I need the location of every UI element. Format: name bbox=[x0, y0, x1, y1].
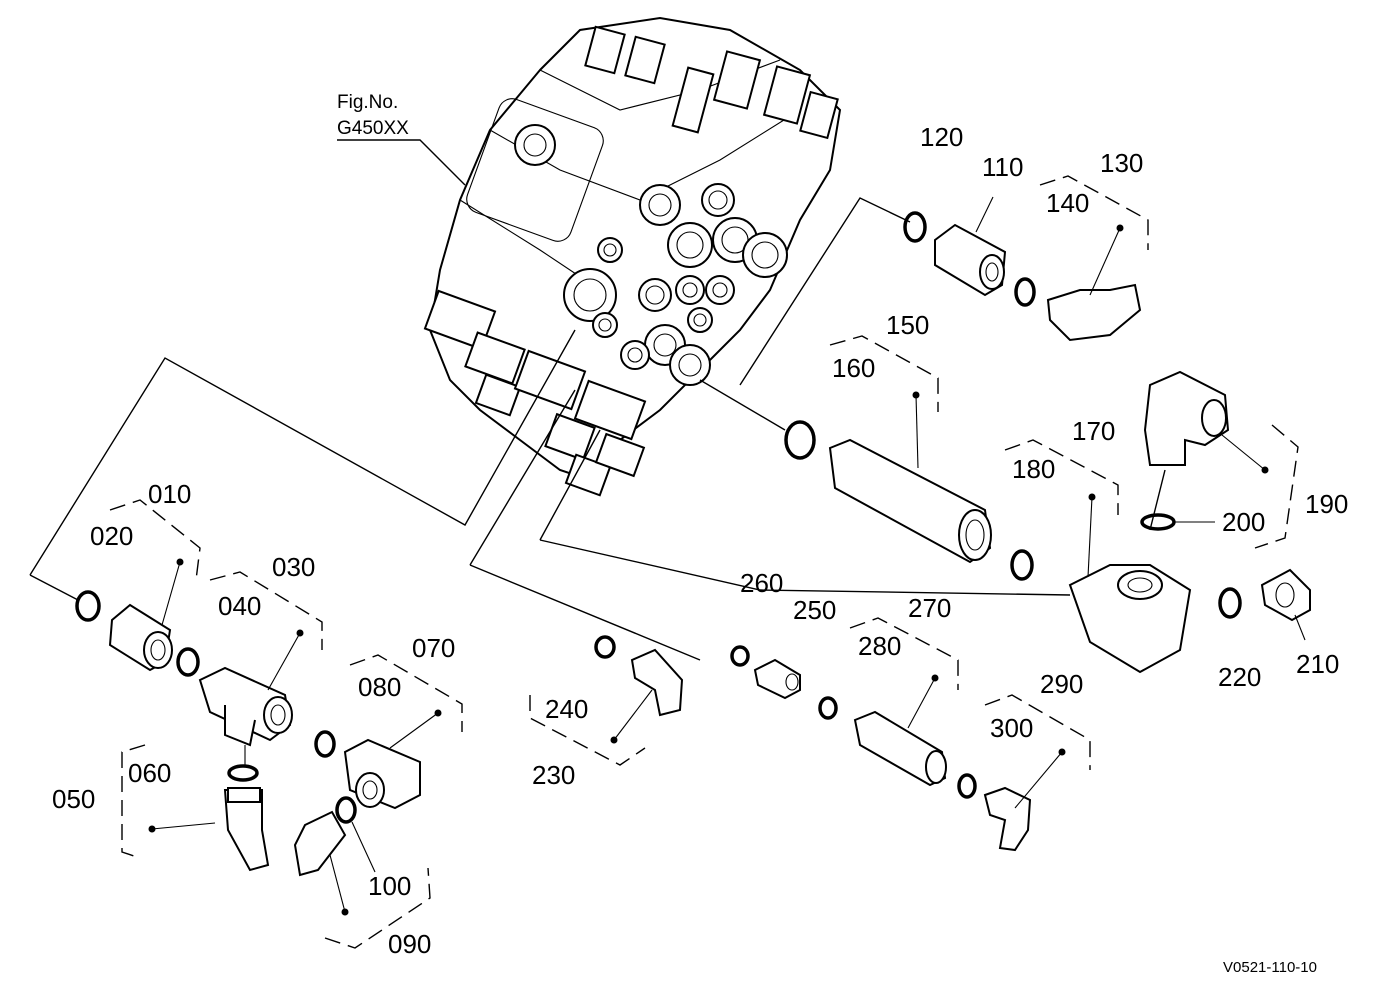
group-210 bbox=[1218, 568, 1311, 641]
group-190 bbox=[1140, 370, 1299, 549]
label-160: 160 bbox=[832, 353, 875, 383]
label-030: 030 bbox=[272, 552, 315, 582]
label-220: 220 bbox=[1218, 662, 1261, 692]
adapter-250 bbox=[753, 658, 801, 700]
label-130: 130 bbox=[1100, 148, 1143, 178]
group-270 bbox=[818, 617, 959, 787]
group-230 bbox=[529, 635, 684, 766]
o-ring-080 bbox=[314, 730, 336, 758]
group-150 bbox=[784, 335, 992, 564]
label-260: 260 bbox=[740, 568, 783, 598]
label-040: 040 bbox=[218, 591, 261, 621]
o-ring-040 bbox=[176, 647, 200, 677]
label-170: 170 bbox=[1072, 416, 1115, 446]
label-100: 100 bbox=[368, 871, 411, 901]
group-010 bbox=[75, 499, 201, 672]
label-290: 290 bbox=[1040, 669, 1083, 699]
elbow-090 bbox=[293, 810, 347, 877]
group-050 bbox=[121, 744, 270, 872]
label-090: 090 bbox=[388, 929, 431, 959]
label-300: 300 bbox=[990, 713, 1033, 743]
group-110-130 bbox=[903, 175, 1149, 342]
part-labels: 010 020 030 040 050 060 070 080 090 100 … bbox=[52, 122, 1348, 959]
label-020: 020 bbox=[90, 521, 133, 551]
o-ring-020 bbox=[75, 590, 101, 622]
label-120: 120 bbox=[920, 122, 963, 152]
o-ring-100 bbox=[335, 796, 357, 824]
figure-ref-line2: G450XX bbox=[337, 118, 409, 139]
elbow-050 bbox=[223, 789, 270, 872]
label-240: 240 bbox=[545, 694, 588, 724]
label-180: 180 bbox=[1012, 454, 1055, 484]
figure-ref-line1: Fig.No. bbox=[337, 92, 398, 113]
o-ring-260 bbox=[730, 645, 750, 667]
elbow-230 bbox=[630, 648, 684, 717]
label-010: 010 bbox=[148, 479, 191, 509]
label-080: 080 bbox=[358, 672, 401, 702]
o-ring-240 bbox=[594, 635, 616, 659]
label-070: 070 bbox=[412, 633, 455, 663]
label-250: 250 bbox=[793, 595, 836, 625]
figure-reference: Fig.No. G450XX bbox=[337, 92, 466, 186]
drawing-code: V0521-110-10 bbox=[1223, 959, 1317, 976]
connection-lines bbox=[29, 197, 1166, 661]
o-ring-060 bbox=[227, 764, 259, 782]
label-200: 200 bbox=[1222, 507, 1265, 537]
o-ring-300 bbox=[957, 773, 977, 799]
label-140: 140 bbox=[1046, 188, 1089, 218]
label-280: 280 bbox=[858, 631, 901, 661]
label-050: 050 bbox=[52, 784, 95, 814]
o-ring-180 bbox=[1010, 549, 1034, 581]
plug-210 bbox=[1260, 568, 1311, 622]
extension-tube-150 bbox=[828, 438, 992, 564]
elbow-190 bbox=[1143, 370, 1230, 466]
elbow-130 bbox=[1046, 283, 1142, 342]
control-valve-assembly bbox=[423, 16, 842, 497]
elbow-290 bbox=[983, 786, 1032, 852]
extension-tube-270 bbox=[853, 710, 947, 787]
label-190: 190 bbox=[1305, 489, 1348, 519]
group-090 bbox=[293, 796, 431, 949]
o-ring-140 bbox=[1014, 277, 1036, 307]
label-110: 110 bbox=[982, 152, 1023, 182]
group-030 bbox=[176, 571, 323, 747]
o-ring-280 bbox=[818, 696, 838, 720]
label-270: 270 bbox=[908, 593, 951, 623]
o-ring-160 bbox=[784, 420, 816, 460]
group-290 bbox=[957, 694, 1091, 852]
label-230: 230 bbox=[532, 760, 575, 790]
o-ring-220 bbox=[1218, 587, 1242, 619]
label-210: 210 bbox=[1296, 649, 1339, 679]
label-060: 060 bbox=[128, 758, 171, 788]
label-150: 150 bbox=[886, 310, 929, 340]
o-ring-120 bbox=[903, 211, 927, 243]
group-250 bbox=[730, 645, 801, 700]
o-ring-200 bbox=[1140, 513, 1176, 531]
group-070 bbox=[314, 654, 463, 810]
group-170 bbox=[1004, 439, 1192, 674]
